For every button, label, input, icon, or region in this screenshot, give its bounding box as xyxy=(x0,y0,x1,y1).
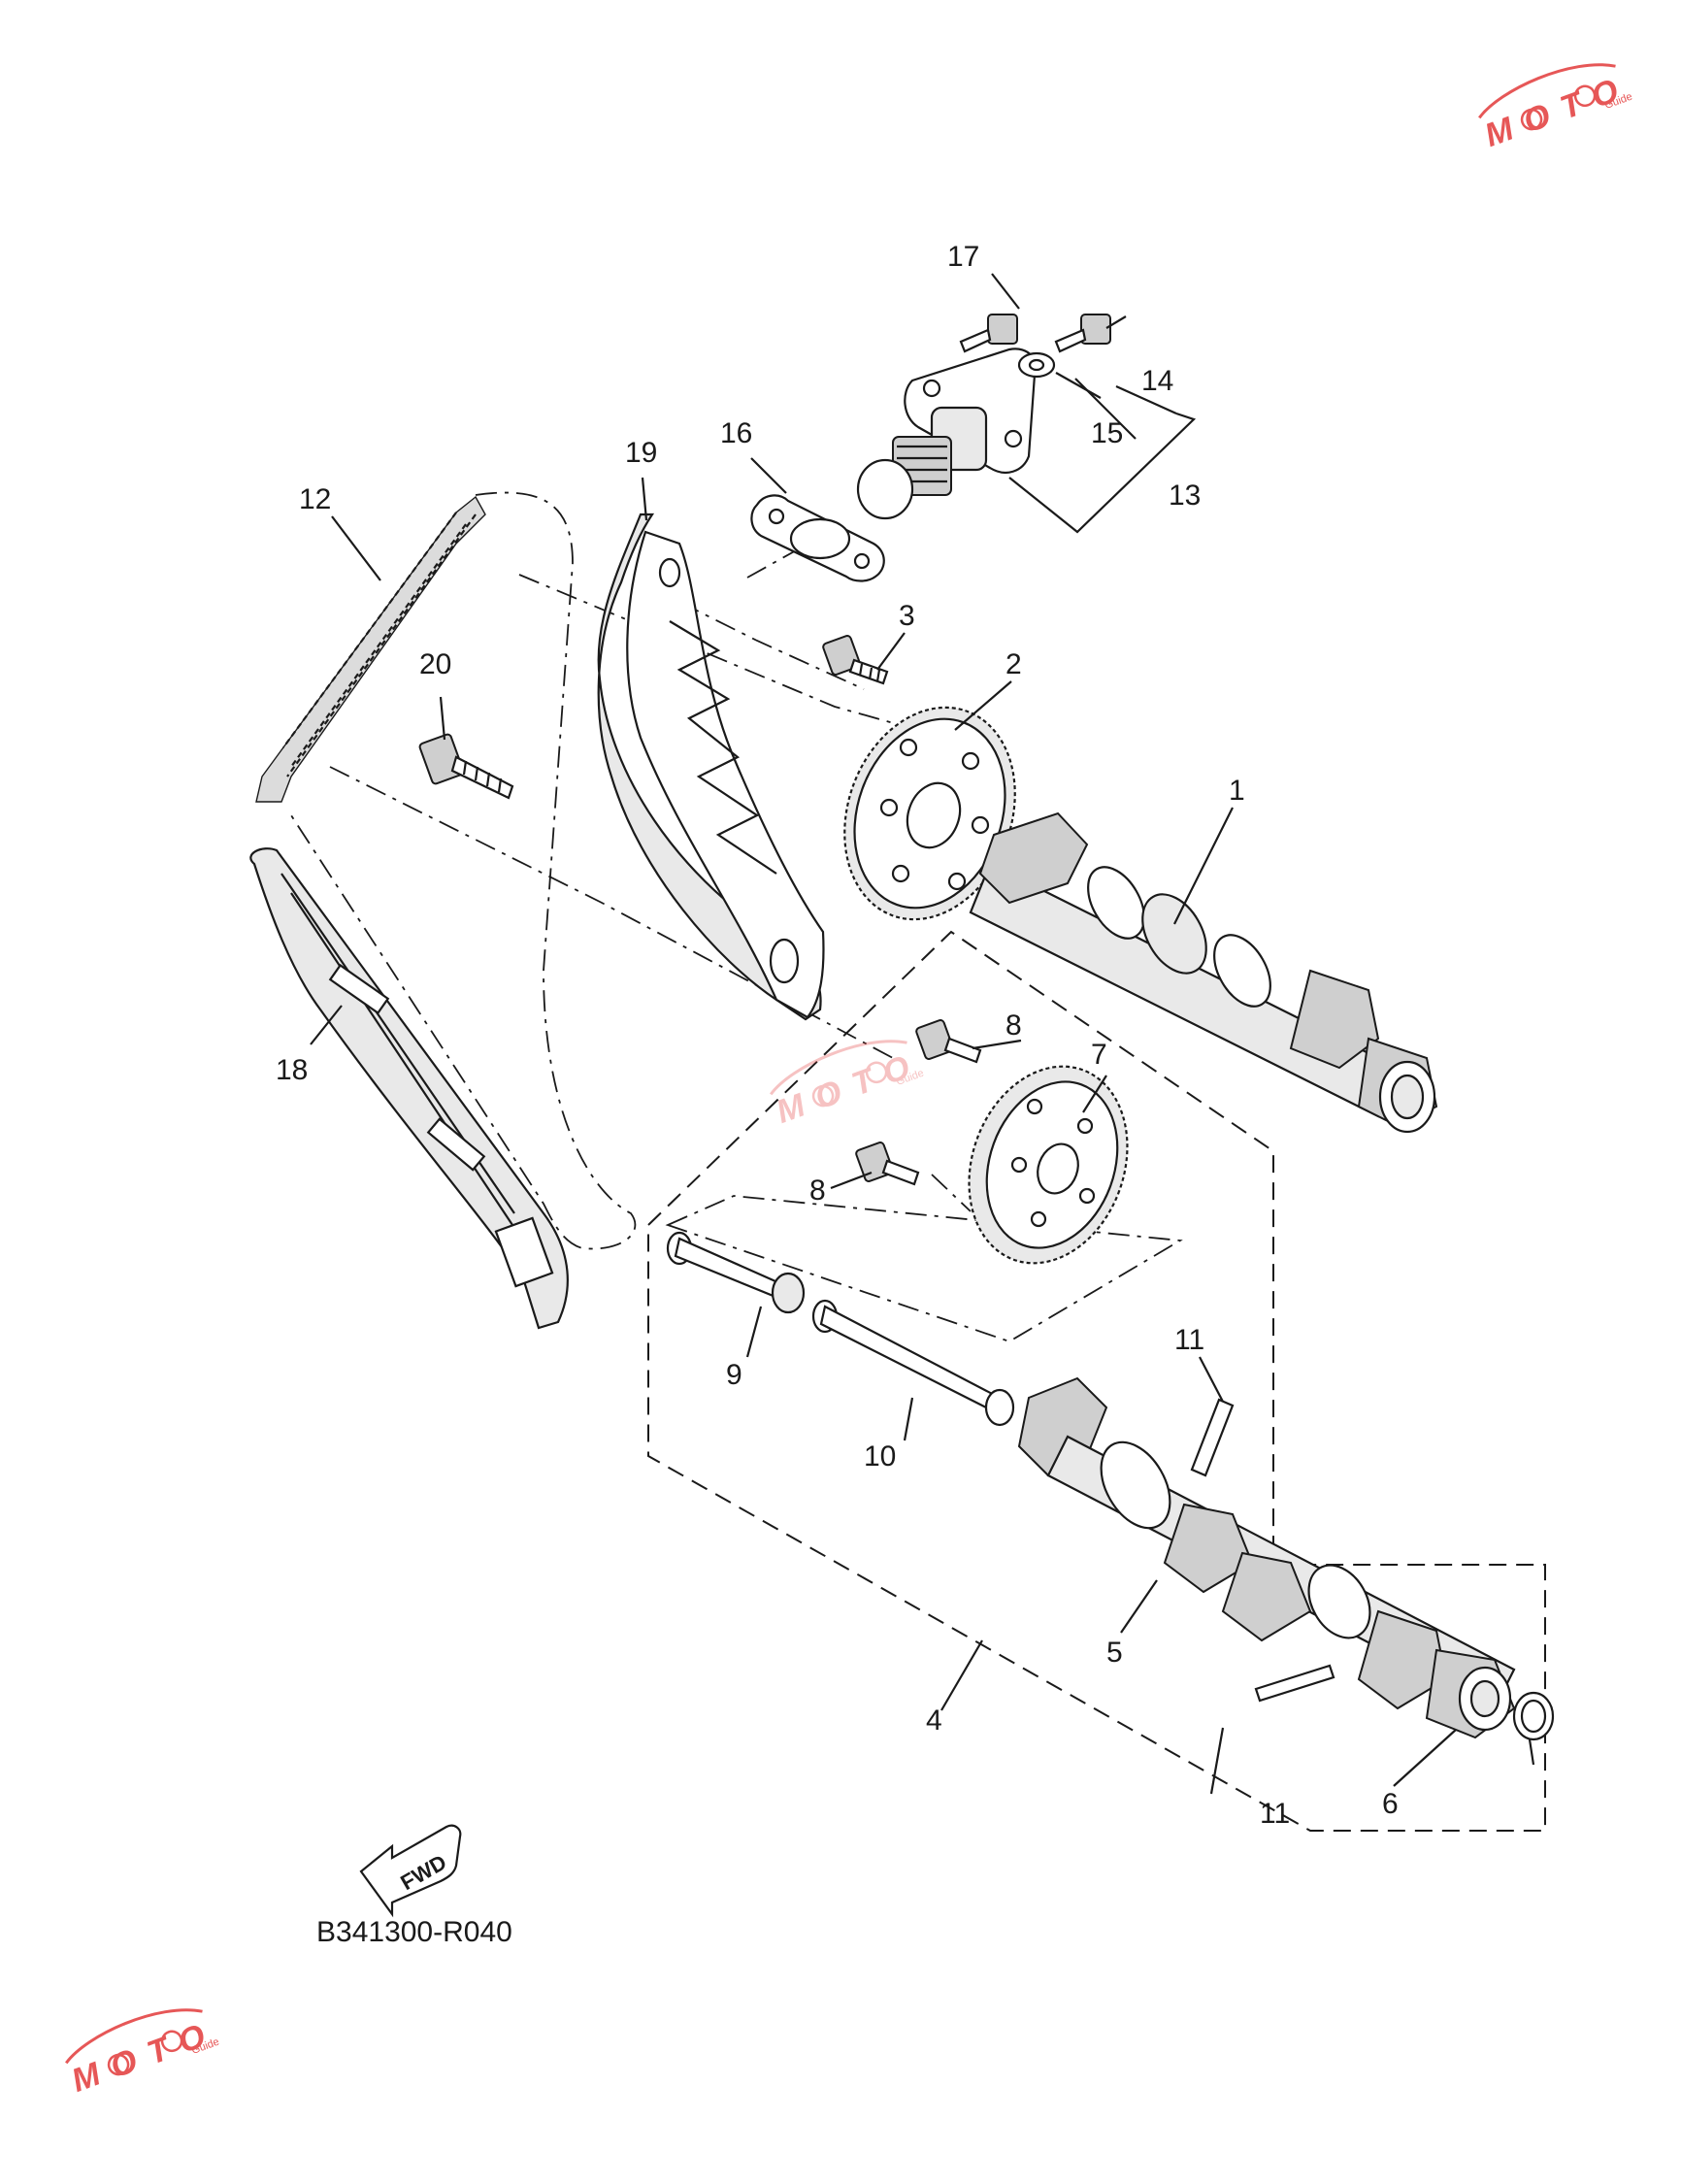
tensioner-bolt-14 xyxy=(1054,314,1111,353)
watermark-logo-top-right: MOTO Guide xyxy=(1478,63,1636,154)
callout-19: 19 xyxy=(625,437,657,469)
chain-guide-left xyxy=(249,847,569,1330)
chain-tensioner xyxy=(856,347,1038,520)
callout-11-lower: 11 xyxy=(1260,1798,1290,1830)
watermark-logo-center: MOTO Guide xyxy=(770,1040,928,1131)
callout-labels: 1 2 3 4 5 6 7 8 8 9 10 11 11 12 13 14 15… xyxy=(276,241,1399,1830)
assembly-line-a xyxy=(518,574,933,735)
camshaft-assembly-box xyxy=(647,930,1546,1832)
callout-17: 17 xyxy=(947,241,979,273)
callout-7: 7 xyxy=(1091,1039,1107,1071)
gear-bolt-upper xyxy=(915,1019,982,1064)
callout-15: 15 xyxy=(1091,417,1123,449)
gear-bolt-lower xyxy=(855,1142,920,1186)
dowel-pin-upper xyxy=(1190,1398,1235,1477)
timing-chain xyxy=(255,491,637,1250)
cam-gear xyxy=(968,1065,1129,1265)
fwd-arrow: FWD xyxy=(359,1824,462,1918)
guide-bolt xyxy=(418,733,514,800)
callout-18: 18 xyxy=(276,1054,308,1086)
tensioner-bolt-17 xyxy=(959,314,1018,353)
gear-subgroup-box xyxy=(665,1195,1183,1342)
callout-4: 4 xyxy=(926,1704,942,1737)
svg-text:MOTO: MOTO xyxy=(772,1043,928,1131)
callout-12: 12 xyxy=(299,483,331,515)
callout-3: 3 xyxy=(899,600,915,632)
assembly-line-b xyxy=(329,766,894,1059)
svg-text:MOTO: MOTO xyxy=(67,2012,223,2100)
callout-13: 13 xyxy=(1169,480,1201,512)
camshaft-1 xyxy=(969,811,1438,1134)
diagram-code: B341300-R040 xyxy=(316,1916,512,1948)
assembly-line-e xyxy=(931,1174,972,1212)
callout-6: 6 xyxy=(1382,1788,1399,1820)
callout-20: 20 xyxy=(419,648,451,680)
callout-16: 16 xyxy=(720,417,752,449)
chain-guide-right xyxy=(597,513,825,1021)
decompression-shaft xyxy=(666,1231,1015,1427)
sprocket-bolt xyxy=(822,635,889,685)
tensioner-gasket xyxy=(750,494,885,582)
callout-2: 2 xyxy=(1005,648,1022,680)
callout-1: 1 xyxy=(1229,775,1245,807)
callout-10: 10 xyxy=(864,1440,896,1473)
camshaft-ring xyxy=(1512,1691,1555,1741)
tensioner-washer xyxy=(1017,351,1056,379)
camshaft-5 xyxy=(1017,1376,1516,1739)
svg-text:MOTO: MOTO xyxy=(1480,67,1636,154)
dowel-pin-lower xyxy=(1254,1664,1335,1703)
callout-8-lower: 8 xyxy=(809,1175,826,1207)
callout-5: 5 xyxy=(1106,1637,1123,1669)
leader-lines xyxy=(310,273,1535,1795)
assembly-line-d xyxy=(746,539,816,579)
callout-9: 9 xyxy=(726,1359,742,1391)
assembly-line-c xyxy=(678,601,865,690)
callout-14: 14 xyxy=(1141,365,1173,397)
callout-11-upper: 11 xyxy=(1174,1324,1204,1356)
callout-8-upper: 8 xyxy=(1005,1009,1022,1042)
watermark-logo-bottom-left: MOTO Guide xyxy=(65,2008,223,2100)
